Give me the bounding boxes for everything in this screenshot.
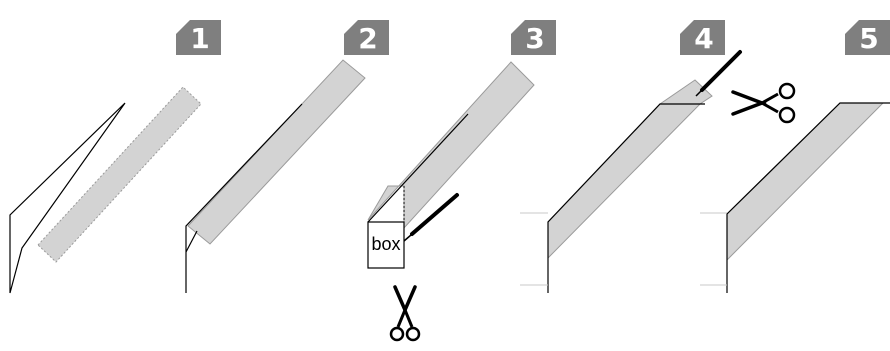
step-number-5: 5 xyxy=(859,22,878,55)
step-5-panel xyxy=(700,102,890,293)
tape-strip xyxy=(726,102,885,262)
step-4-panel xyxy=(520,50,796,293)
step-number-4: 4 xyxy=(694,22,713,55)
tape-strip xyxy=(367,61,535,230)
step-3-panel: box xyxy=(367,61,535,342)
step-badge-4: 4 xyxy=(680,20,725,55)
sheet-edge xyxy=(367,113,469,223)
step-badge-2: 2 xyxy=(344,20,389,55)
sheet-outline xyxy=(9,102,126,294)
box-label: box xyxy=(371,234,400,254)
step-badge-3: 3 xyxy=(511,20,556,55)
label-box xyxy=(367,221,405,269)
pencil-icon xyxy=(695,50,742,97)
scissors-icon xyxy=(389,285,421,342)
step-2-panel xyxy=(185,59,366,293)
sheet-corner xyxy=(185,230,198,253)
step-number-1: 1 xyxy=(190,22,209,55)
tape-strip xyxy=(547,79,713,260)
step-number-2: 2 xyxy=(358,22,377,55)
scissors-icon xyxy=(731,82,796,124)
step-badge-5: 5 xyxy=(845,20,890,55)
loose-tape-strip xyxy=(37,86,202,263)
step-1-panel xyxy=(9,86,202,294)
pencil-icon xyxy=(403,193,459,242)
step-badge-1: 1 xyxy=(176,20,221,55)
sheet-outline xyxy=(726,102,890,293)
sheet-outline xyxy=(547,103,705,293)
sheet-outline xyxy=(185,103,303,293)
tape-strip xyxy=(187,59,366,245)
step-number-3: 3 xyxy=(525,22,544,55)
